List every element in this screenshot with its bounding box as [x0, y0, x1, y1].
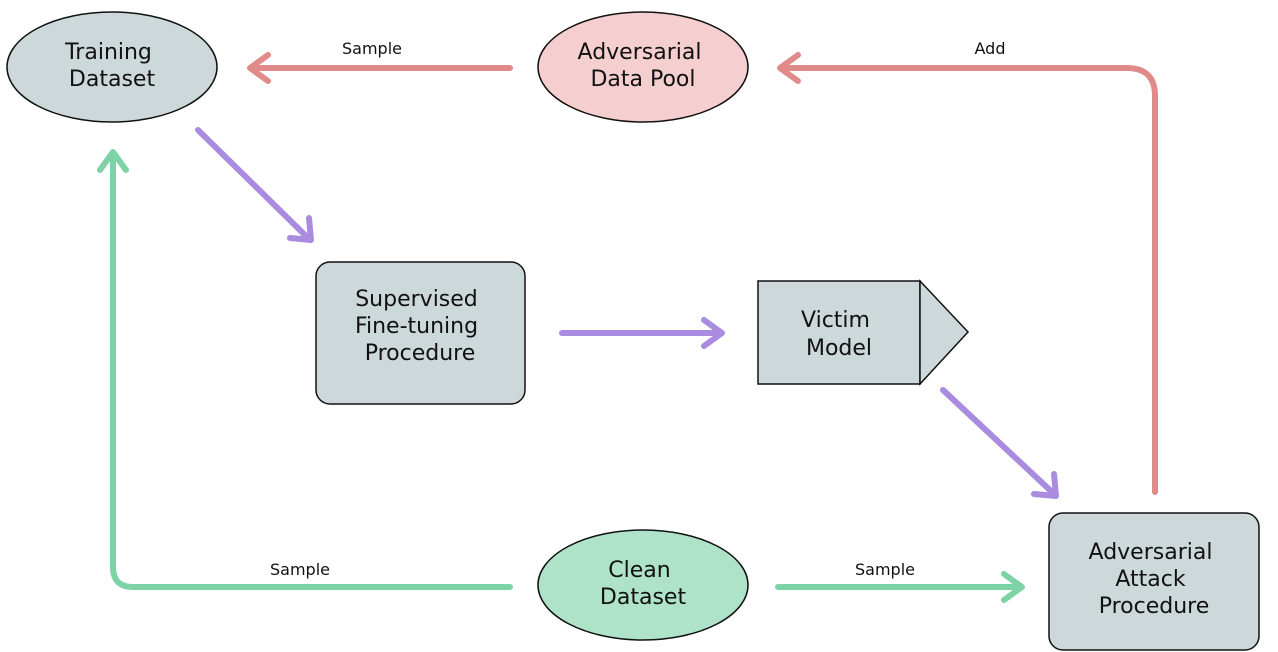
- label-line: Supervised: [355, 287, 478, 312]
- edge-line: [195, 127, 311, 241]
- node-shape: [757, 280, 921, 385]
- node-label: Training Dataset: [64, 40, 159, 92]
- label-line: Adversarial: [578, 40, 702, 65]
- node-attack-procedure: Adversarial Attack Procedure: [1048, 512, 1260, 651]
- arrowhead-diagonal-icon: [1031, 471, 1059, 499]
- node-shape: [6, 11, 218, 123]
- label-line: Training: [64, 40, 152, 65]
- edge-line: [940, 387, 1055, 495]
- label-line: Data Pool: [590, 67, 695, 92]
- arrowhead-left-icon: [777, 52, 801, 84]
- edge-label-sample-clean-left: Sample: [270, 560, 330, 579]
- label-line: Attack: [1115, 567, 1185, 592]
- node-sft-procedure: Supervised Fine-tuning Procedure: [315, 261, 526, 405]
- edge-label-sample-pool: Sample: [342, 39, 402, 58]
- label-line: Victim: [801, 308, 870, 333]
- edge-training-to-sft: [195, 127, 314, 243]
- node-victim-model: Victim Model: [757, 279, 970, 386]
- arrowhead-left-icon: [247, 52, 271, 84]
- label-line: Dataset: [69, 67, 156, 92]
- node-training-dataset: Training Dataset: [6, 11, 218, 123]
- edge-label-add: Add: [975, 39, 1006, 58]
- label-line: Dataset: [600, 585, 687, 610]
- node-shape: [537, 11, 749, 123]
- label-line: Procedure: [365, 341, 476, 366]
- node-adversarial-data-pool: Adversarial Data Pool: [537, 11, 749, 123]
- edge-label-sample-clean-right: Sample: [855, 560, 915, 579]
- label-line: Model: [806, 336, 872, 361]
- node-shape: [1048, 512, 1260, 651]
- arrowhead-diagonal-icon: [287, 215, 314, 243]
- edge-clean-to-attack: Sample: [775, 560, 1025, 603]
- edge-sft-to-victim: [559, 317, 725, 349]
- edge-line: [779, 65, 1158, 495]
- node-label: Victim Model: [801, 308, 877, 361]
- node-clean-dataset: Clean Dataset: [537, 529, 749, 641]
- node-label: Adversarial Data Pool: [578, 40, 709, 92]
- label-line: Fine-tuning: [355, 314, 478, 339]
- edge-pool-to-training: Sample: [247, 39, 513, 84]
- edge-victim-to-attack: [940, 387, 1059, 499]
- arrowhead-right-icon: [1001, 571, 1025, 603]
- node-shape: [537, 529, 749, 641]
- node-label: Adversarial Attack Procedure: [1089, 540, 1220, 619]
- node-shape: [315, 261, 526, 405]
- arrowhead-right-icon: [701, 317, 725, 349]
- label-line: Adversarial: [1089, 540, 1213, 565]
- node-label: Clean Dataset: [600, 558, 687, 610]
- edge-line: [110, 157, 513, 590]
- node-pointer-shape: [919, 279, 970, 386]
- label-line: Clean: [608, 558, 670, 583]
- arrowhead-up-icon: [97, 149, 129, 173]
- node-label: Supervised Fine-tuning Procedure: [355, 287, 485, 366]
- edge-clean-to-training: Sample: [97, 149, 513, 590]
- edge-attack-to-pool: Add: [777, 39, 1158, 495]
- label-line: Procedure: [1099, 594, 1210, 619]
